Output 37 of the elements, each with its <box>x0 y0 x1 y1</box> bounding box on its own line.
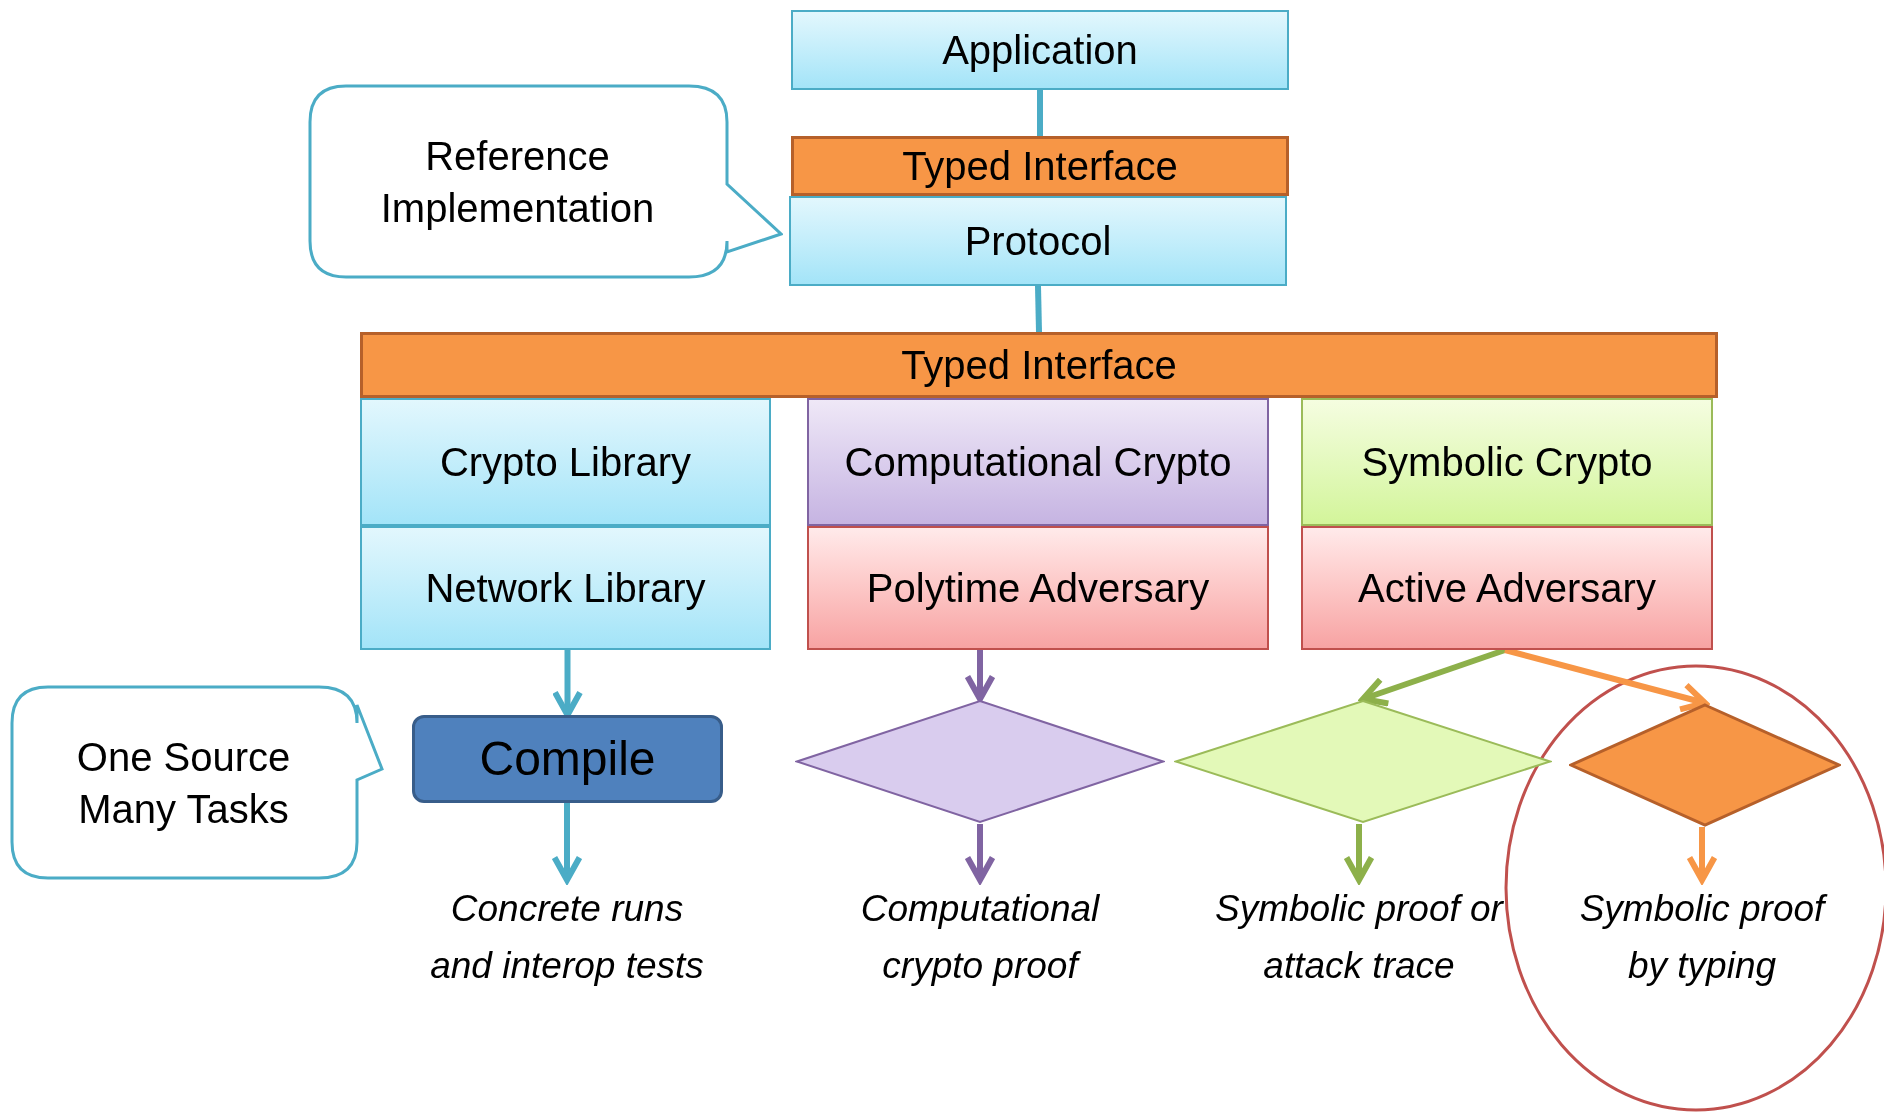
node-label: Application <box>942 27 1138 74</box>
node-label: Crypto Library <box>439 439 692 486</box>
library-box <box>807 398 1269 526</box>
result-text: Symbolic proof or attack trace <box>1214 887 1505 988</box>
callout-bubble <box>308 84 783 279</box>
node-label: Protocol <box>964 218 1112 265</box>
node-label: Network Library <box>425 565 706 612</box>
result-text: Symbolic proof by typing <box>1562 880 1842 994</box>
library-box <box>360 398 771 526</box>
connector-line <box>1035 285 1042 333</box>
node-label: One Source Many Tasks <box>75 733 292 833</box>
adversary-box <box>807 526 1269 650</box>
node-label: Typed Interface <box>901 342 1177 389</box>
connector-line <box>1037 90 1043 136</box>
library-box <box>360 526 771 650</box>
layer-box <box>791 10 1289 90</box>
node-label: Typed Interface <box>902 143 1178 190</box>
layer-box <box>789 196 1287 286</box>
arrow <box>964 650 996 702</box>
arrow <box>1686 827 1718 883</box>
node-label: Compile <box>479 731 656 787</box>
node-label: Symbolic Crypto <box>1361 439 1653 486</box>
node-label: Active Adversary <box>1358 565 1656 612</box>
callout-bubble <box>10 685 384 880</box>
adversary-box <box>1301 526 1713 650</box>
interface-bar <box>791 136 1289 196</box>
node-label: Reference Implementation <box>379 132 656 232</box>
node-label: Computational Crypto <box>844 439 1232 486</box>
arrow <box>551 803 583 883</box>
process-box <box>412 715 723 803</box>
library-box <box>1301 398 1713 526</box>
result-text: Computational crypto proof <box>859 887 1101 988</box>
arrow <box>1343 824 1375 883</box>
arrow <box>964 824 996 883</box>
interface-bar <box>360 332 1718 398</box>
result-text: Concrete runs and interop tests <box>429 887 705 988</box>
node-label: Polytime Adversary <box>866 565 1210 612</box>
